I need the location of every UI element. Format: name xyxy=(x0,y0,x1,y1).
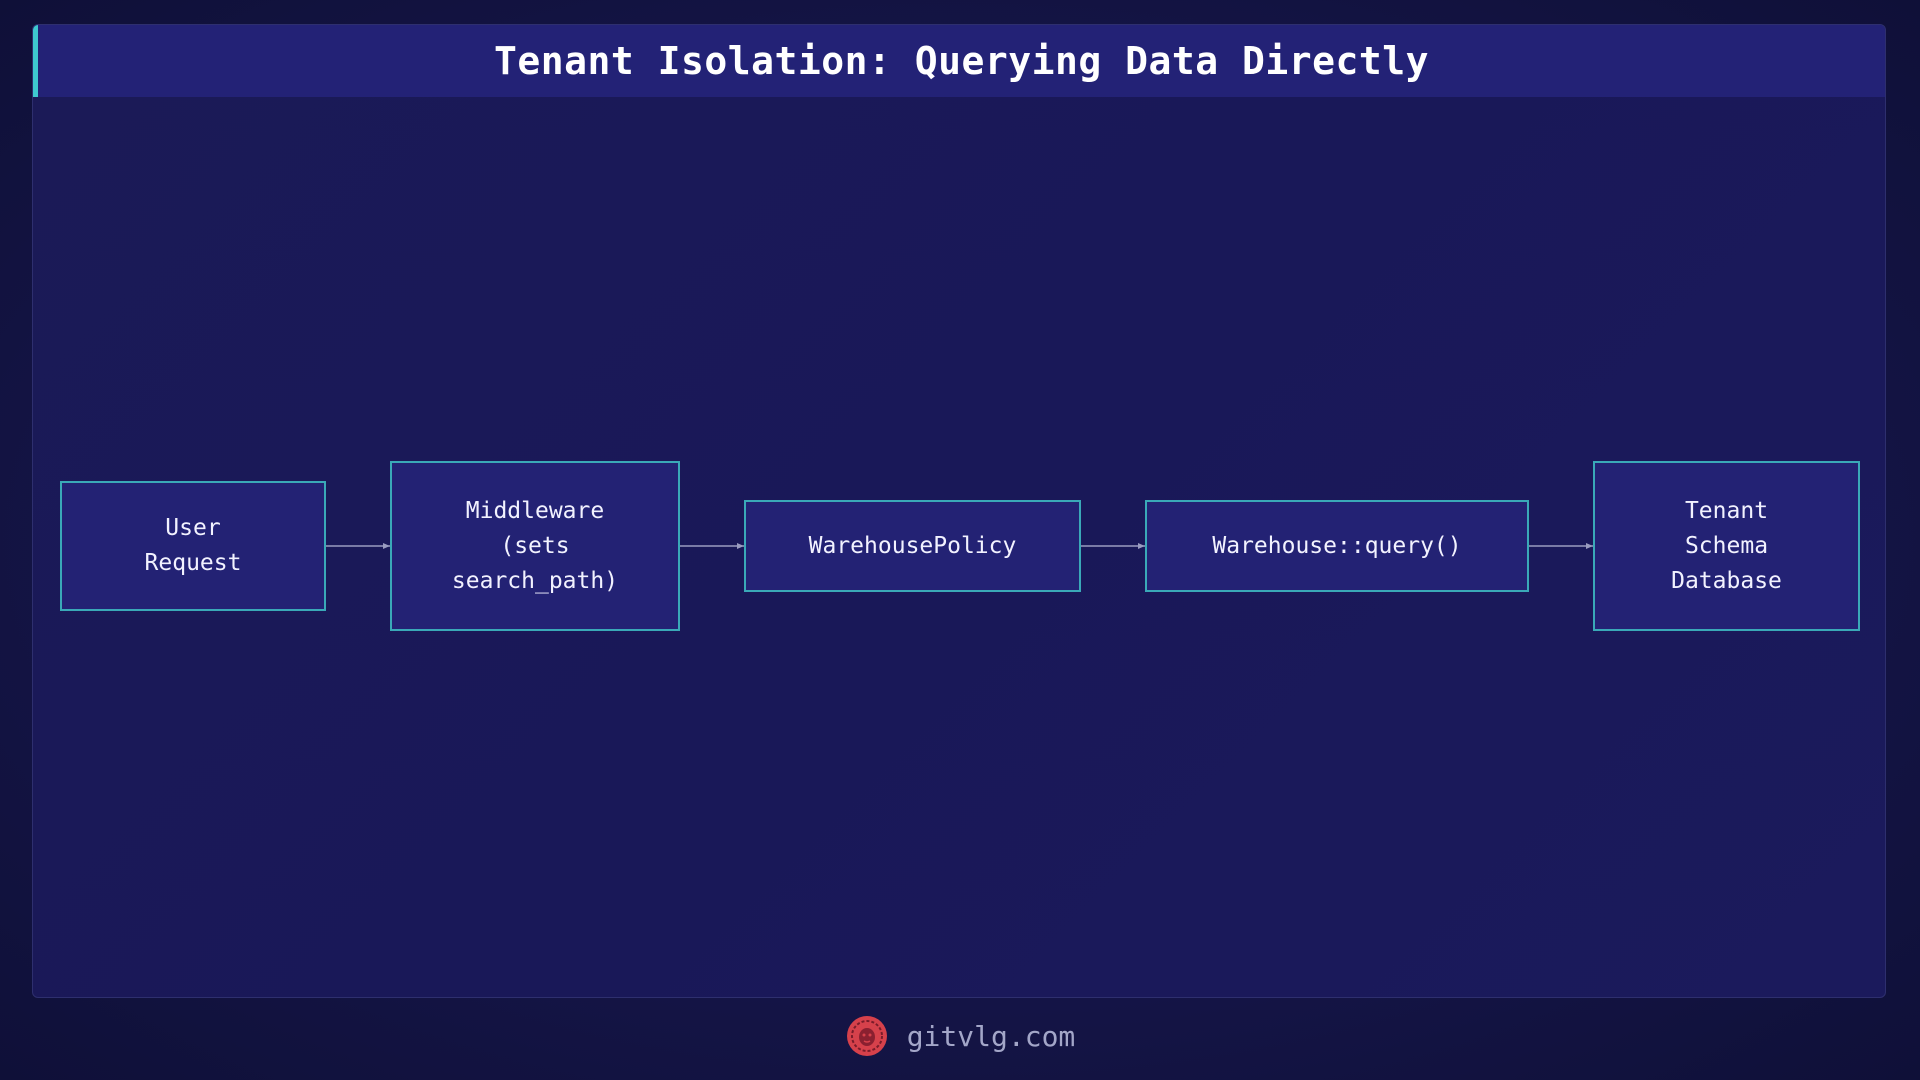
node-tenant-schema-database: Tenant Schema Database xyxy=(1593,461,1860,631)
node-middleware-line-3: search_path) xyxy=(451,567,619,594)
node-tenant-schema-database-line-3: Database xyxy=(1671,567,1782,594)
node-tenant-schema-database-line-2: Schema xyxy=(1684,532,1769,559)
node-warehouse-policy: WarehousePolicy xyxy=(744,500,1081,592)
diagram-title: Tenant Isolation: Querying Data Directly xyxy=(493,39,1430,83)
lion-logo-icon[interactable] xyxy=(845,1014,889,1058)
node-tenant-schema-database-line-1: Tenant xyxy=(1684,497,1769,524)
node-middleware: Middleware (sets search_path) xyxy=(390,461,680,631)
node-user-request-line-1: User xyxy=(165,515,221,541)
node-middleware-line-1: Middleware xyxy=(465,497,605,524)
footer-site-link[interactable]: gitvlg.com xyxy=(906,1019,1076,1053)
footer: gitvlg.com xyxy=(0,1008,1920,1064)
node-user-request: User Request xyxy=(60,481,326,611)
diagram-panel: Tenant Isolation: Querying Data Directly xyxy=(32,24,1886,998)
node-warehouse-query-line-1: Warehouse::query() xyxy=(1212,532,1462,559)
node-user-request-line-2: Request xyxy=(144,550,242,576)
node-warehouse-policy-line-1: WarehousePolicy xyxy=(808,532,1017,559)
node-warehouse-query: Warehouse::query() xyxy=(1145,500,1529,592)
node-middleware-line-2: (sets xyxy=(500,532,570,559)
title-bar: Tenant Isolation: Querying Data Directly xyxy=(33,25,1885,97)
